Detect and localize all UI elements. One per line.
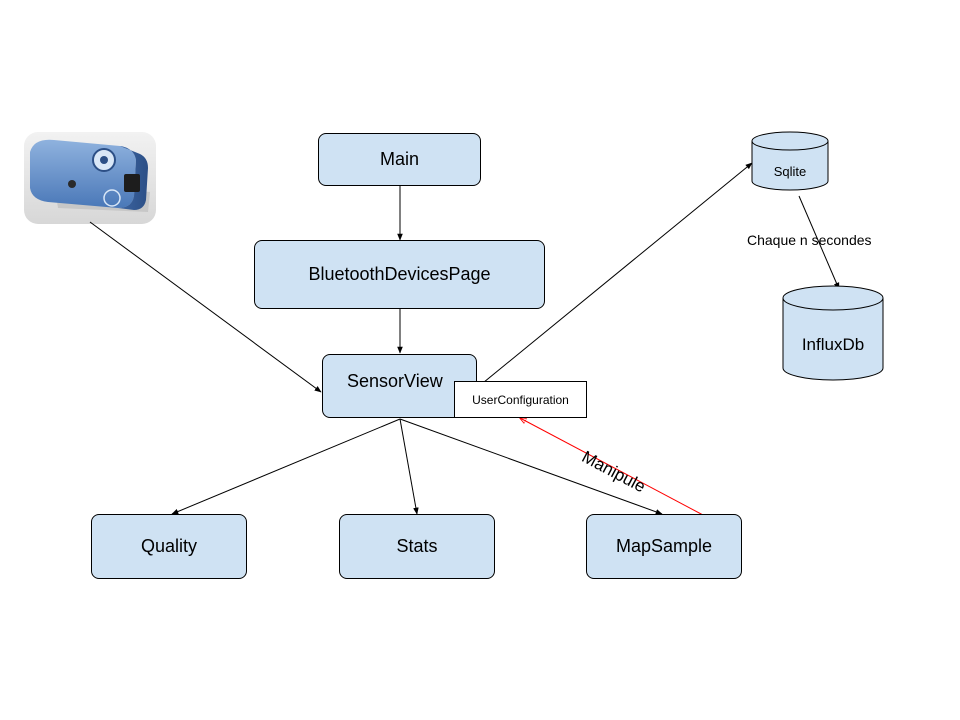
node-user-configuration-label: UserConfiguration: [472, 392, 569, 407]
node-map-sample-label: MapSample: [615, 536, 713, 556]
node-stats: Stats: [339, 514, 495, 579]
node-sqlite-label: Sqlite: [773, 163, 807, 179]
node-influxdb-label: InfluxDb: [801, 335, 865, 354]
influxdb-cylinder: [782, 285, 884, 381]
sensor-device-icon: [24, 132, 156, 224]
node-quality-label: Quality: [140, 536, 198, 556]
node-sensor-view: SensorView: [322, 354, 477, 418]
node-sensor-view-label: SensorView: [347, 370, 443, 391]
node-stats-label: Stats: [396, 536, 438, 556]
sqlite-cylinder: [751, 131, 829, 191]
edge-mapsample-to-userconfiguration: [520, 418, 704, 516]
node-sqlite: Sqlite: [752, 152, 828, 190]
edge-sqlite-to-influxdb: [798, 195, 840, 290]
edge-sensorview-to-stats: [399, 418, 419, 515]
edge-sensorview-to-mapsample: [399, 418, 663, 515]
node-bluetooth-devices-page-label: BluetoothDevicesPage: [308, 264, 491, 284]
node-main-label: Main: [379, 149, 419, 169]
edge-sensorview-to-quality: [171, 418, 401, 515]
node-user-configuration: UserConfiguration: [454, 381, 587, 418]
node-bluetooth-devices-page: BluetoothDevicesPage: [254, 240, 545, 309]
edge-label-sync-interval: Chaque n secondes: [747, 232, 872, 248]
node-quality: Quality: [91, 514, 247, 579]
node-influxdb: InfluxDb: [783, 318, 883, 372]
node-main: Main: [318, 133, 481, 186]
node-map-sample: MapSample: [586, 514, 742, 579]
edge-device-to-sensorview: [89, 221, 322, 393]
edge-sensorview-to-sqlite: [477, 162, 753, 388]
